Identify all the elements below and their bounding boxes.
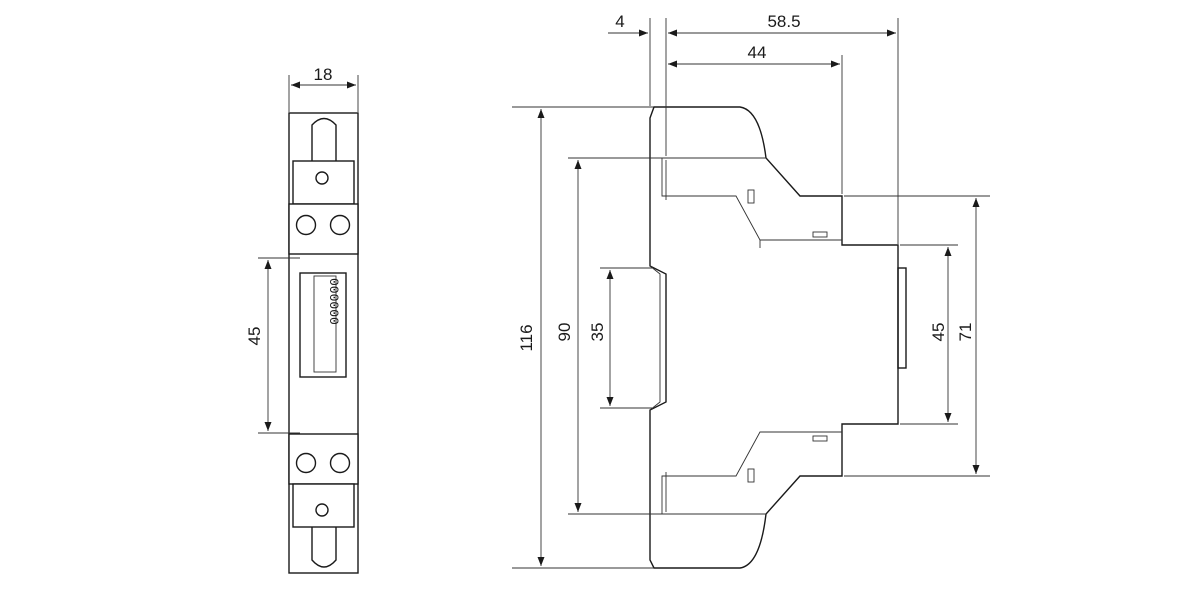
bottom-clip-hole [315, 503, 329, 517]
terminal-screw-icon [329, 214, 351, 236]
side-view: 4 58.5 44 116 90 35 45 71 [512, 12, 990, 569]
bottom-clip [311, 527, 337, 568]
front-step-label: 71 [956, 323, 975, 342]
bottom-terminal-block [288, 433, 359, 485]
counter-height-label: 45 [245, 327, 264, 346]
counter-window [299, 272, 347, 378]
top-clip-block [292, 160, 355, 205]
terminal-screw-icon [295, 452, 317, 474]
front-offset-label: 4 [615, 12, 624, 31]
counter-digits: 000000 [326, 278, 341, 325]
front-body-outline [288, 112, 359, 574]
bottom-clip-block [292, 483, 355, 528]
height-label: 116 [517, 324, 536, 351]
top-clip [311, 117, 337, 161]
top-terminal-block [288, 203, 359, 255]
terminal-screw-icon [295, 214, 317, 236]
counter-display [313, 275, 337, 373]
width-label: 18 [314, 65, 333, 84]
top-clip-hole [315, 171, 329, 185]
terminal-screw-icon [329, 452, 351, 474]
front-window-plate [897, 267, 907, 369]
mid-depth-label: 44 [748, 43, 767, 62]
rail-height-label: 35 [588, 323, 607, 342]
side-body-outline [649, 106, 899, 569]
total-depth-label: 58.5 [767, 12, 800, 31]
front-face-label: 45 [929, 323, 948, 342]
terminal-height-label: 90 [555, 323, 574, 342]
front-view: 000000 18 45 [245, 65, 359, 574]
